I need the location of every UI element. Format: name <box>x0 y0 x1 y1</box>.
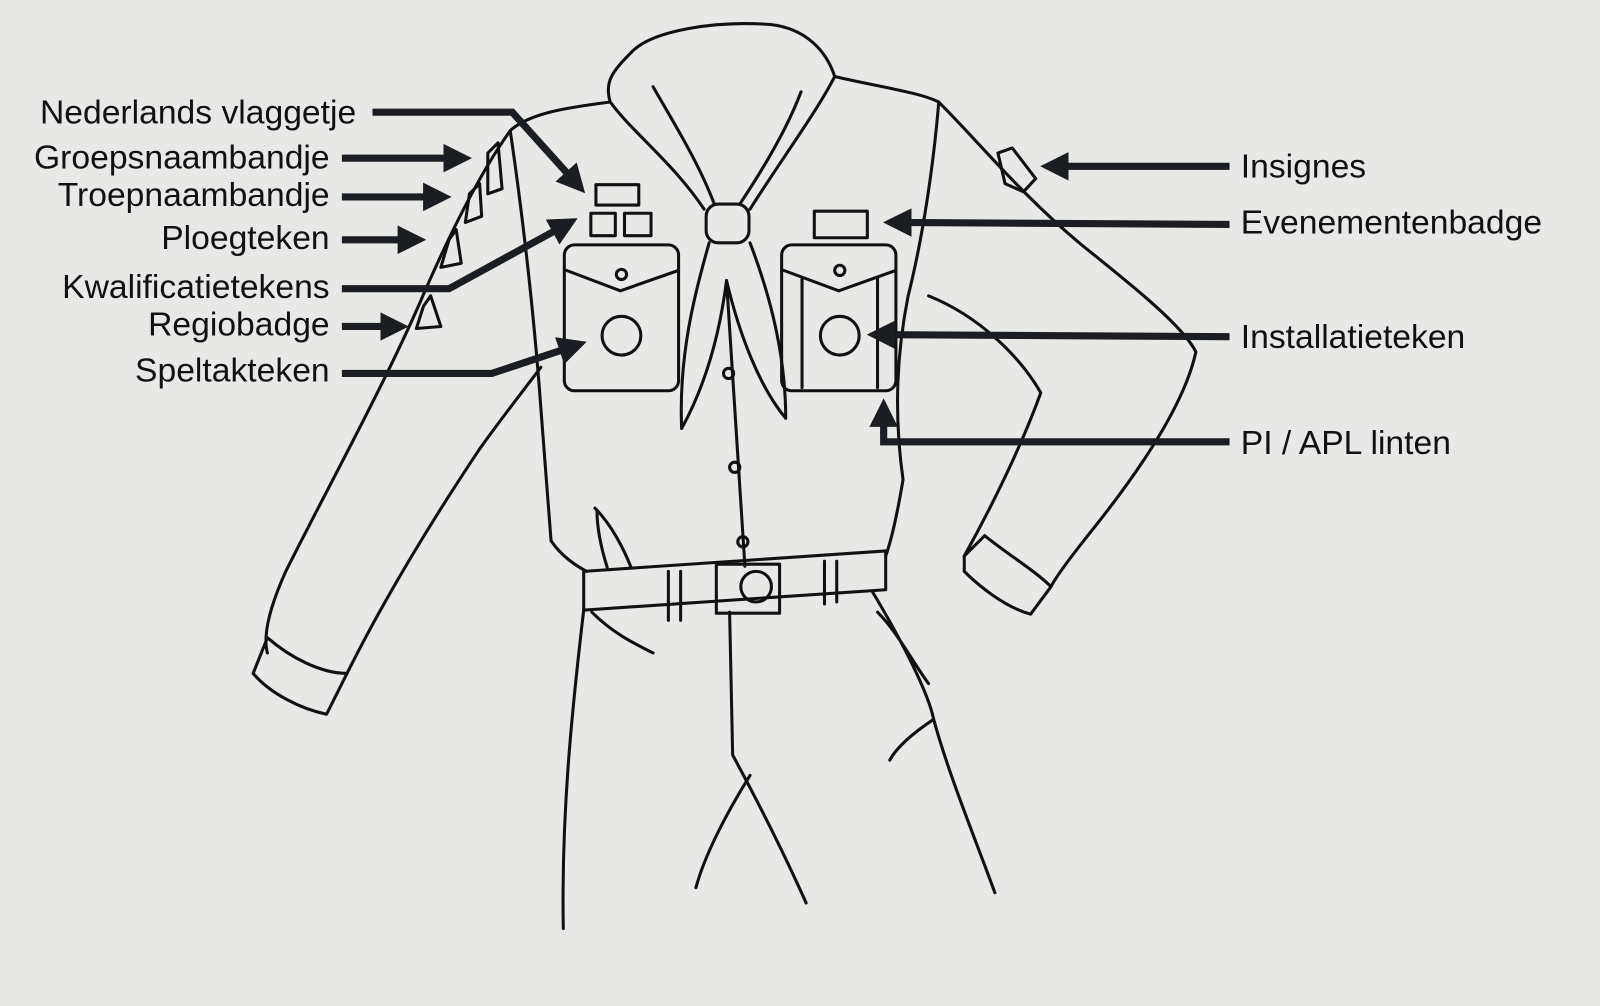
label-pl-apl-linten: PI / APL linten <box>1241 425 1451 462</box>
label-groepsnaambandje: Groepsnaambandje <box>34 139 330 176</box>
left-pocket <box>562 243 681 393</box>
arrow-evenementenbadge <box>883 208 1230 237</box>
left-labels: Nederlands vlaggetje Groepsnaambandje Tr… <box>34 94 356 389</box>
left-shoulder-seam <box>508 129 589 573</box>
sleeve-badge-troop <box>463 182 484 224</box>
sleeve-badge-group <box>486 141 504 196</box>
label-nederlands-vlaggetje: Nederlands vlaggetje <box>40 94 356 131</box>
label-insignes: Insignes <box>1241 149 1366 186</box>
belt-buckle <box>714 562 782 615</box>
arrow-pl-apl-linten <box>869 398 1230 446</box>
insignia-patch <box>996 146 1038 194</box>
sleeve-badge-region <box>414 294 443 331</box>
label-ploegteken: Ploegteken <box>161 220 329 257</box>
event-badge <box>812 209 869 240</box>
label-kwalificatietekens: Kwalificatietekens <box>62 269 330 306</box>
flag-badge <box>594 183 641 207</box>
shirt-fold <box>593 506 633 569</box>
left-pocket-flap <box>564 268 681 293</box>
collar <box>606 22 837 211</box>
neckerchief-knot <box>704 202 751 245</box>
shirt-button <box>728 460 742 474</box>
trousers <box>561 590 997 930</box>
label-installatieteken: Installatieteken <box>1241 319 1466 356</box>
collar-inner <box>651 85 803 206</box>
speltakteken-badge <box>600 314 643 357</box>
right-pocket-button <box>833 263 847 278</box>
shirt-drawing <box>251 22 1198 930</box>
arrow-kwalificatietekens <box>341 218 578 293</box>
label-evenementenbadge: Evenementenbadge <box>1241 205 1542 242</box>
qualification-badge-1 <box>589 211 617 238</box>
right-pocket <box>780 243 898 393</box>
installatieteken-badge <box>818 314 861 357</box>
right-labels: Insignes Evenementenbadge Installatietek… <box>1241 149 1542 462</box>
belt-buckle-ring <box>739 569 773 604</box>
shirt-button <box>721 366 736 381</box>
arrow-nederlands-vlaggetje <box>372 108 586 194</box>
left-cuff <box>251 636 349 716</box>
left-pocket-button <box>614 267 629 282</box>
arrow-installatieteken <box>866 320 1230 350</box>
right-cuff <box>962 534 1053 616</box>
right-shoulder-seam <box>884 100 941 558</box>
callout-arrows <box>341 108 1230 446</box>
qualification-badge-2 <box>622 211 653 238</box>
label-troepnaambandje: Troepnaambandje <box>58 177 330 214</box>
belt <box>582 549 888 622</box>
arrow-speltakteken <box>341 337 587 377</box>
label-regiobadge: Regiobadge <box>148 307 330 344</box>
placket <box>725 279 747 568</box>
shirt-button <box>736 535 750 549</box>
label-speltakteken: Speltakteken <box>135 353 330 390</box>
sleeve-badge-patrol <box>439 228 463 269</box>
